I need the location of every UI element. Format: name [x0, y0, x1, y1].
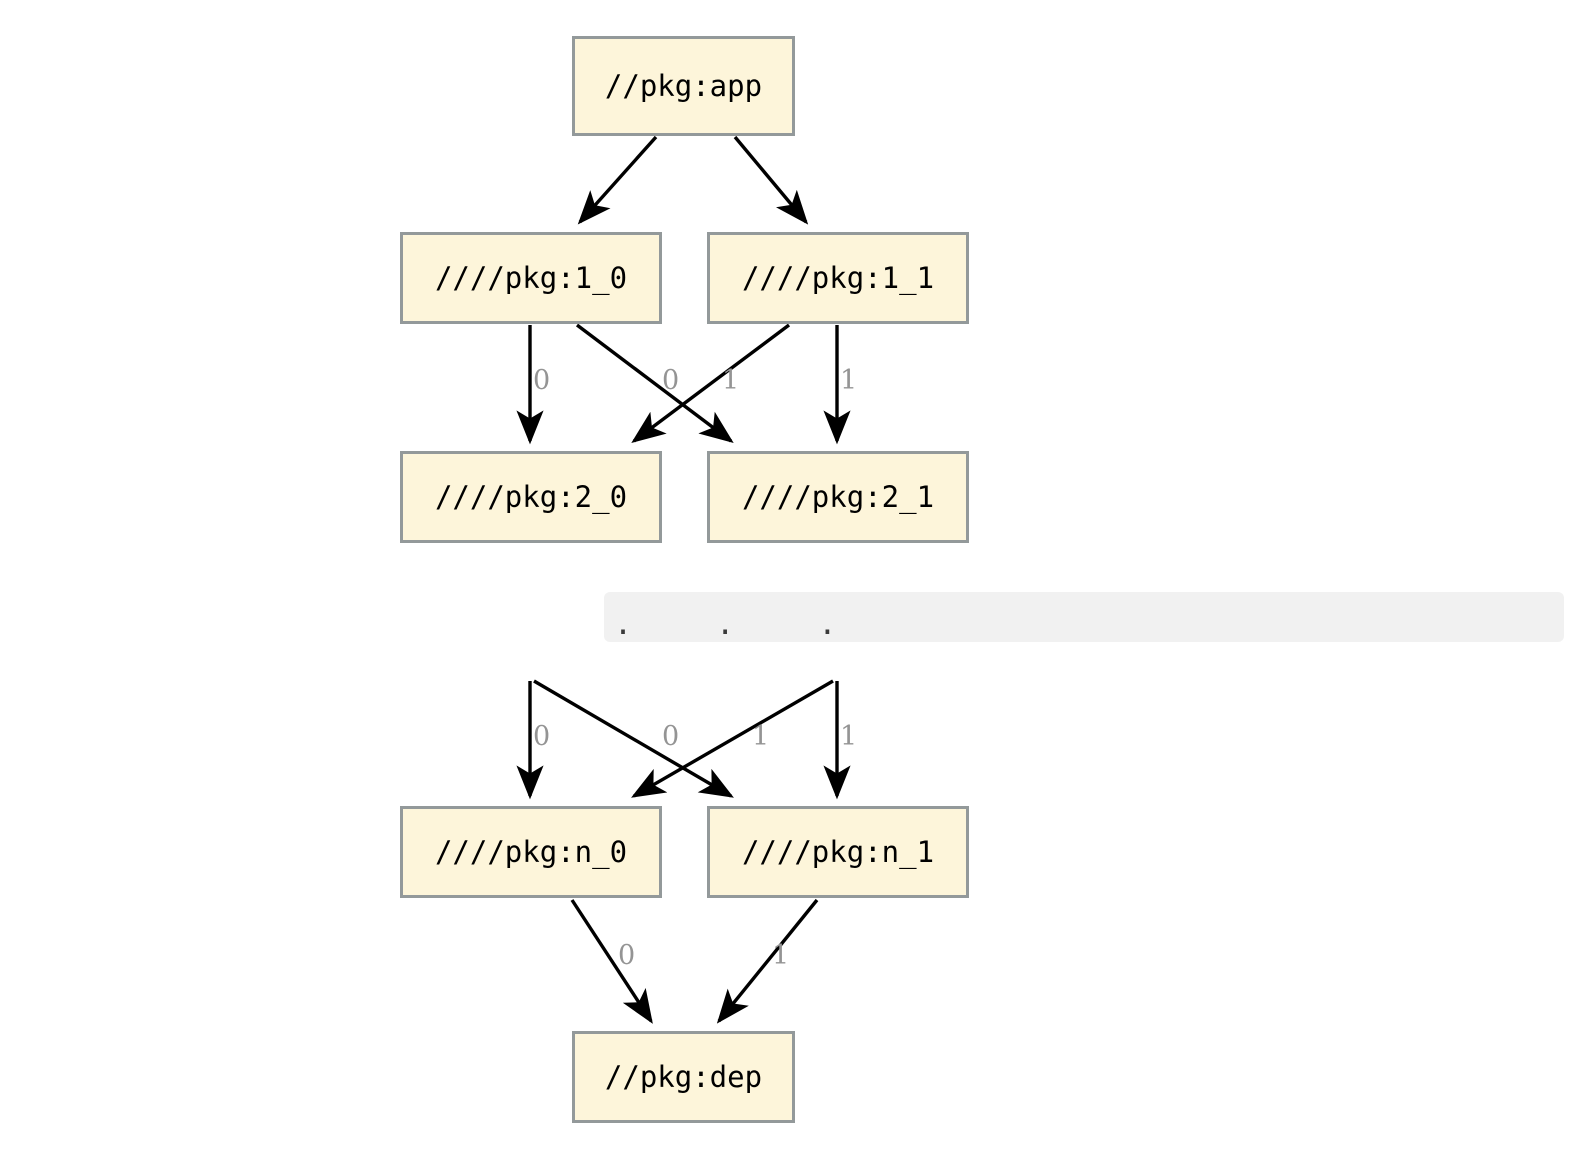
edge-app-to-1_1[interactable] [733, 135, 809, 225]
edge-label-ellipsis-n_1: 0 [662, 721, 680, 752]
node-label: ////pkg:1_0 [434, 261, 628, 295]
edge-label-ellipsis-n_1-straight: 1 [840, 721, 858, 752]
node-label: ////pkg:2_1 [741, 480, 935, 514]
edge-1_1-to-2_0[interactable] [631, 323, 791, 444]
node-label: ////pkg:1_1 [741, 261, 935, 295]
node-pkg-n_1[interactable]: ////pkg:n_1 [707, 806, 969, 898]
edge-n_0-to-dep[interactable] [570, 899, 653, 1024]
edge-label-n_0-dep: 0 [618, 940, 636, 971]
edge-label-ellipsis-n_0-cross: 1 [752, 721, 770, 752]
edge-label-1_1-2_0: 1 [722, 365, 740, 396]
edge-label-1_1-2_1: 1 [840, 365, 858, 396]
node-pkg-1_0[interactable]: ////pkg:1_0 [400, 232, 662, 324]
edge-label-1_0-2_1: 0 [662, 365, 680, 396]
node-label: ////pkg:n_1 [741, 835, 935, 869]
node-label: ////pkg:n_0 [434, 835, 628, 869]
ellipsis-band: . . . [604, 592, 1564, 642]
node-label: ////pkg:2_0 [434, 480, 628, 514]
node-pkg-1_1[interactable]: ////pkg:1_1 [707, 232, 969, 324]
node-pkg-2_1[interactable]: ////pkg:2_1 [707, 451, 969, 543]
edge-ellipsis-to-n_0-cross[interactable] [631, 679, 834, 798]
node-pkg-2_0[interactable]: ////pkg:2_0 [400, 451, 662, 543]
ellipsis-dots: . . . [614, 607, 853, 642]
edge-label-n_1-dep: 1 [772, 940, 790, 971]
edge-ellipsis-to-n_1[interactable] [533, 679, 734, 798]
edge-label-1_0-2_0: 0 [533, 365, 551, 396]
node-pkg-n_0[interactable]: ////pkg:n_0 [400, 806, 662, 898]
node-pkg-app[interactable]: //pkg:app [572, 36, 795, 136]
edge-label-ellipsis-n_0: 0 [533, 721, 551, 752]
node-label: //pkg:app [604, 69, 763, 103]
edge-1_0-to-2_1[interactable] [575, 323, 734, 444]
node-label: //pkg:dep [604, 1060, 763, 1094]
edge-n_1-to-dep[interactable] [716, 898, 819, 1024]
node-pkg-dep[interactable]: //pkg:dep [572, 1031, 795, 1123]
edge-app-to-1_0[interactable] [577, 135, 658, 225]
